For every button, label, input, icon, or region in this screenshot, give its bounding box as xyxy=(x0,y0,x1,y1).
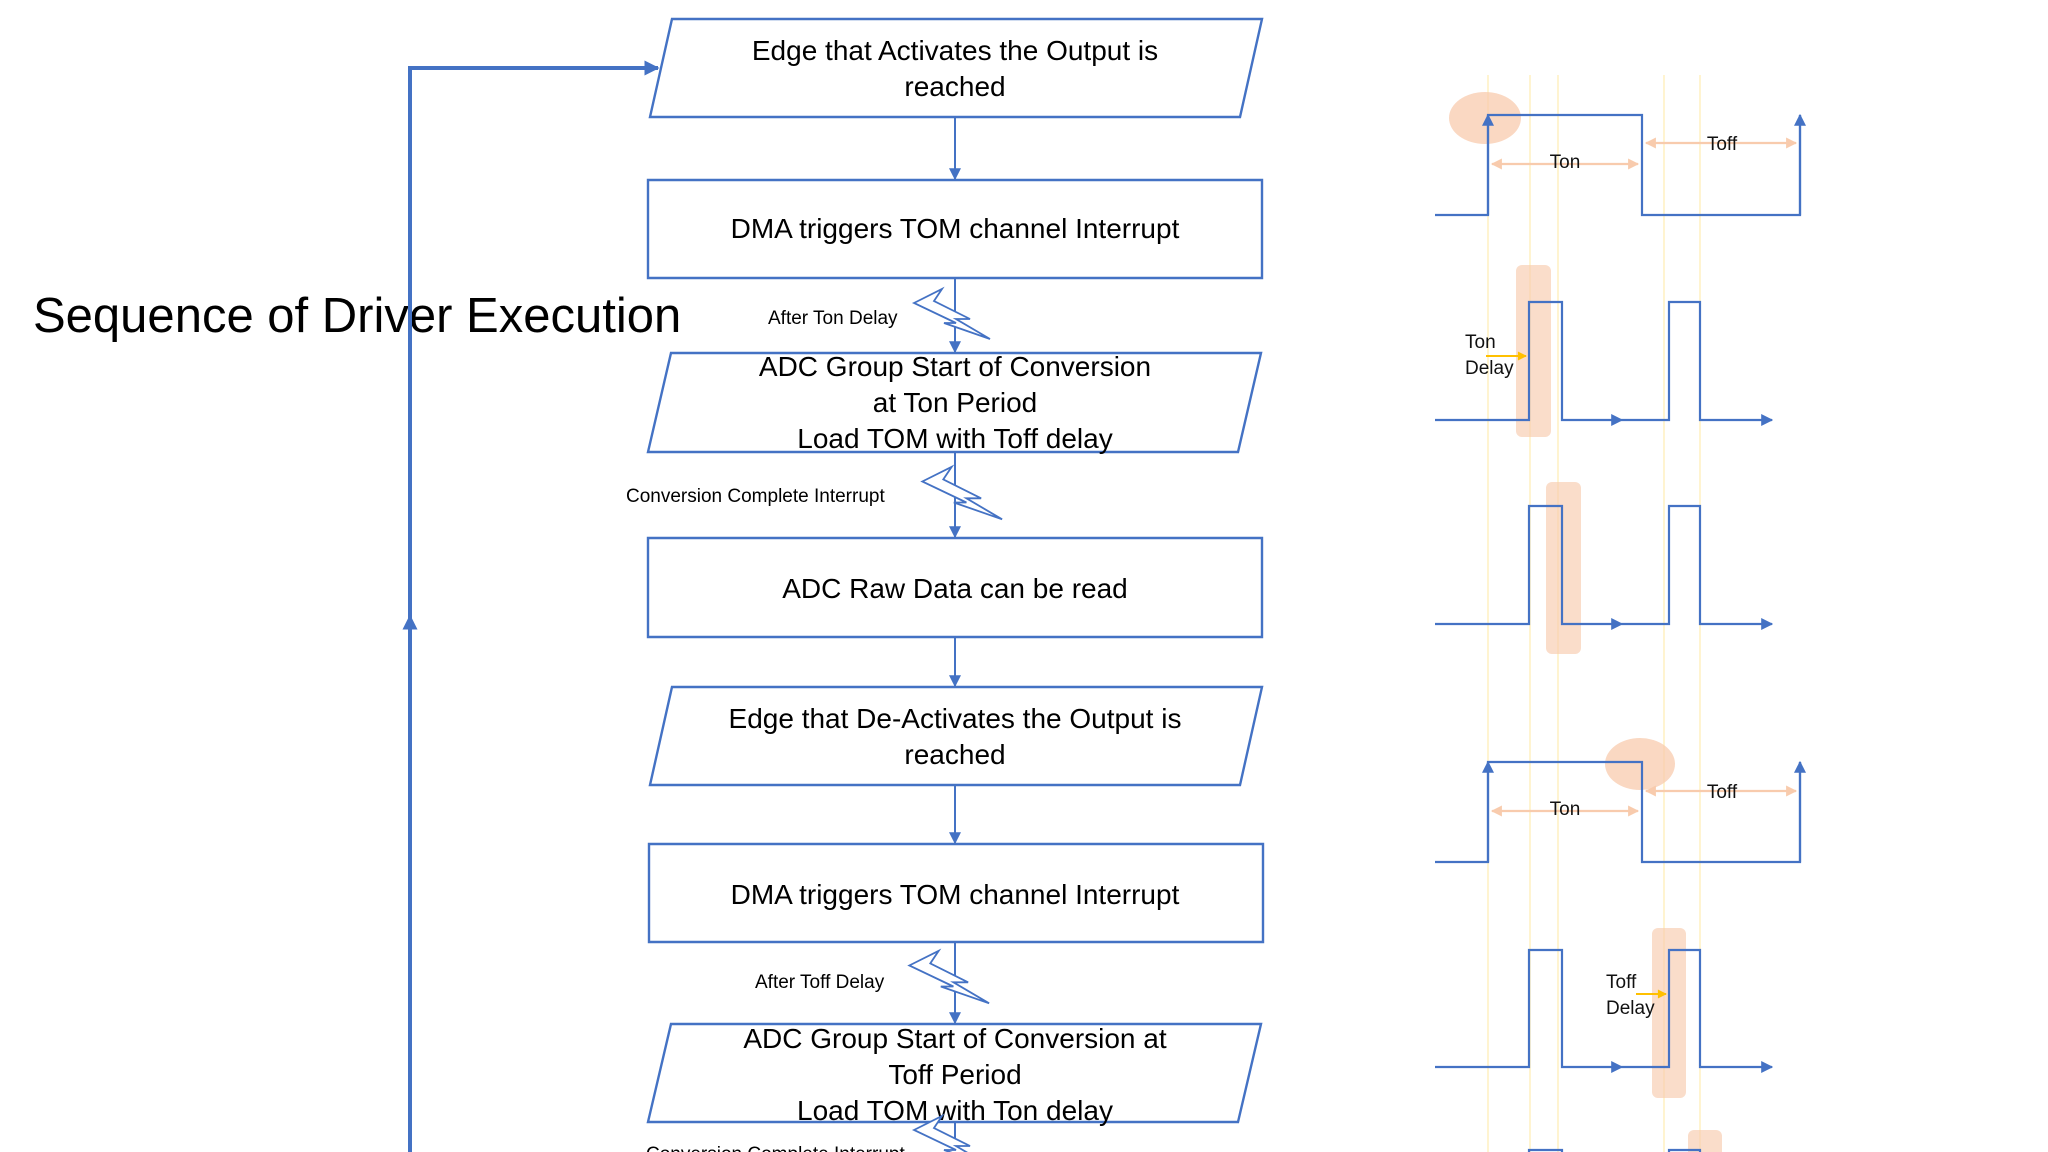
adc-complete-trace xyxy=(1667,1148,1702,1152)
adc-trigger-trace xyxy=(1622,300,1774,426)
flow-node-n6: DMA triggers TOM channel Interrupt xyxy=(647,842,1265,944)
flow-node-n1: Edge that Activates the Output is reached xyxy=(648,17,1264,119)
lightning-bolt-icon xyxy=(907,948,990,1005)
adc-trigger-trace xyxy=(1622,948,1774,1073)
lightning-bolt-icon xyxy=(911,286,991,340)
slide-title: Sequence of Driver Execution xyxy=(33,289,682,343)
process-parallelogram xyxy=(648,685,1264,787)
flow-node-text: Edge that Activates the Output is xyxy=(752,35,1158,66)
flow-node-text: ADC Group Start of Conversion xyxy=(759,351,1151,382)
process-rectangle xyxy=(646,536,1264,639)
edge-label: Conversion Complete Interrupt xyxy=(646,1144,905,1152)
adc-complete-trace xyxy=(1527,1148,1564,1152)
next-delay-highlight xyxy=(1688,1130,1722,1152)
process-parallelogram xyxy=(646,1022,1263,1124)
lightning-bolt-icon xyxy=(911,1113,971,1152)
process-rectangle xyxy=(647,842,1265,944)
toff-label: Toff xyxy=(1707,134,1738,155)
toff-label: Toff xyxy=(1707,782,1738,803)
edge-label: After Ton Delay xyxy=(768,308,898,329)
flow-node-text: reached xyxy=(904,71,1005,102)
flow-node-n2: DMA triggers TOM channel Interrupt xyxy=(646,178,1264,280)
flow-node-n7: ADC Group Start of Conversion at Toff Per… xyxy=(646,1022,1263,1126)
adc-complete-trace xyxy=(1435,504,1624,630)
toff-delay-label: Toff xyxy=(1606,972,1637,993)
flow-node-n4: ADC Raw Data can be read xyxy=(646,536,1264,639)
adc-complete-trace xyxy=(1622,504,1774,630)
flow-node-n5: Edge that De-Activates the Output is reac… xyxy=(648,685,1264,787)
ton-label: Ton xyxy=(1550,799,1581,820)
rising-edge-highlight xyxy=(1449,92,1521,144)
flow-node-text: Load TOM with Ton delay xyxy=(797,1095,1113,1126)
flow-node-text: at Ton Period xyxy=(873,387,1038,418)
adc-trigger-trace xyxy=(1435,300,1624,426)
loop-back-arrow xyxy=(408,60,660,616)
flow-node-text: reached xyxy=(904,739,1005,770)
adc-trigger-trace xyxy=(1435,948,1624,1073)
flow-node-text: ADC Raw Data can be read xyxy=(782,573,1128,604)
process-parallelogram xyxy=(648,17,1264,119)
ton-delay-highlight xyxy=(1516,265,1551,437)
flow-node-text: DMA triggers TOM channel Interrupt xyxy=(731,879,1180,910)
adc-read-highlight xyxy=(1546,482,1581,654)
lightning-bolt-icon xyxy=(920,464,1003,521)
flowchart: Edge that Activates the Output is reached… xyxy=(402,17,1265,1152)
flow-node-text: DMA triggers TOM channel Interrupt xyxy=(731,213,1180,244)
flow-node-text: ADC Group Start of Conversion at xyxy=(743,1023,1167,1054)
edge-label: Conversion Complete Interrupt xyxy=(626,486,885,507)
process-parallelogram xyxy=(646,351,1263,454)
flow-node-text: Toff Period xyxy=(888,1059,1021,1090)
edge-label: After Toff Delay xyxy=(755,972,885,993)
falling-edge-highlight xyxy=(1605,738,1675,790)
flow-node-text: Load TOM with Toff delay xyxy=(797,423,1112,454)
toff-delay-label: Delay xyxy=(1606,998,1655,1019)
flow-node-text: Edge that De-Activates the Output is xyxy=(729,703,1182,734)
process-rectangle xyxy=(646,178,1264,280)
ton-delay-label: Ton xyxy=(1465,332,1496,353)
flow-node-n3: ADC Group Start of Conversion at Ton Peri… xyxy=(646,351,1263,454)
ton-label: Ton xyxy=(1550,152,1581,173)
ton-delay-label: Delay xyxy=(1465,358,1514,379)
